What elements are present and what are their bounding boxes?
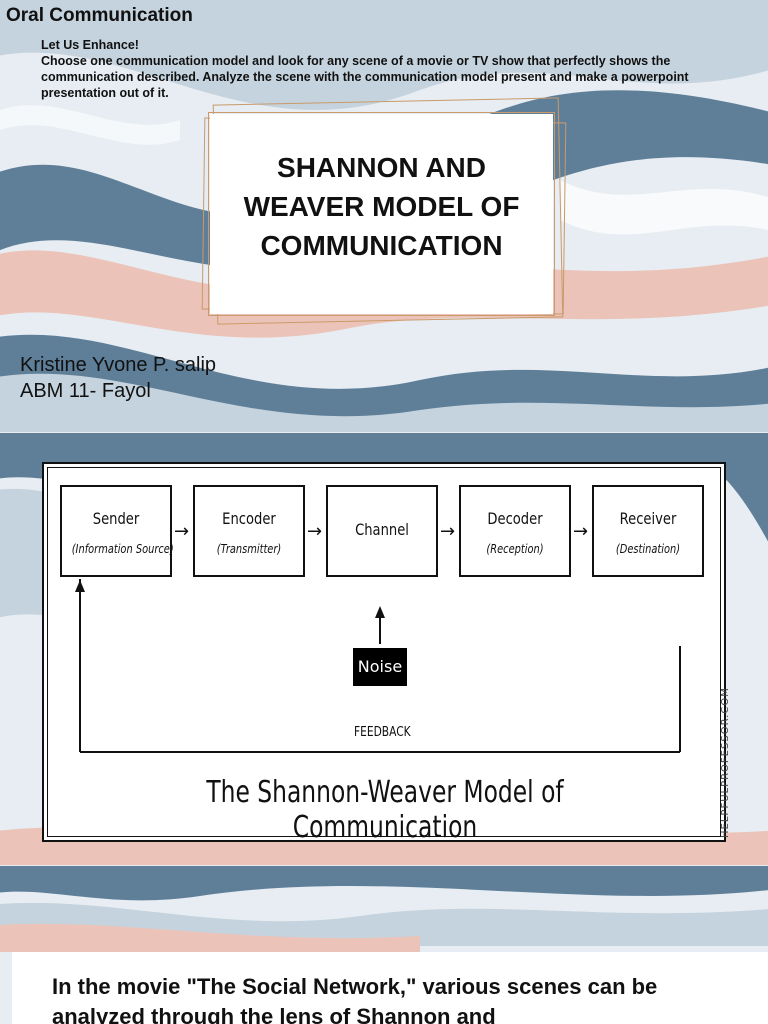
box-name: Sender — [92, 509, 140, 528]
instructions-heading: Let Us Enhance! — [41, 38, 139, 52]
noise-box: Noise — [353, 648, 407, 686]
shannon-weaver-diagram: Sender (Information Source) → Encoder (T… — [42, 462, 731, 845]
instructions: Let Us Enhance! Choose one communication… — [41, 37, 753, 101]
box-subtitle: (Information Source) — [71, 542, 174, 556]
slide-title: SHANNON AND WEAVER MODEL OF COMMUNICATIO… — [210, 148, 553, 265]
box-subtitle: (Transmitter) — [216, 542, 282, 556]
slide-1: Oral Communication Let Us Enhance! Choos… — [0, 0, 768, 432]
feedback-label: FEEDBACK — [354, 725, 411, 740]
title-line: WEAVER MODEL OF — [243, 191, 520, 222]
arrow-right-icon: → — [440, 521, 456, 542]
diagram-caption: The Shannon-Weaver Model of Communicatio… — [206, 775, 564, 845]
diagram-lines — [75, 579, 681, 753]
title-line: COMMUNICATION — [260, 230, 503, 261]
title-line: SHANNON AND — [277, 152, 486, 183]
decoder-box: Decoder (Reception) — [459, 485, 571, 577]
author-section: ABM 11- Fayol — [20, 380, 151, 402]
title-card — [210, 114, 553, 314]
diagram-inner-border: Sender (Information Source) → Encoder (T… — [47, 467, 731, 845]
arrow-right-icon: → — [573, 521, 589, 542]
box-subtitle: (Destination) — [615, 542, 681, 556]
arrow-right-icon: → — [174, 521, 190, 542]
body-text: In the movie "The Social Network," vario… — [52, 974, 658, 1024]
text-panel — [12, 952, 768, 1024]
box-name: Channel — [355, 520, 409, 539]
title-frame-outline — [208, 112, 555, 316]
slide-2: Sender (Information Source) → Encoder (T… — [0, 433, 768, 865]
box-name: Encoder — [222, 509, 276, 528]
box-name: Receiver — [619, 509, 677, 528]
author-block: Kristine Yvone P. salip ABM 11- Fayol — [20, 352, 216, 404]
instructions-body: Choose one communication model and look … — [41, 54, 689, 100]
slide-3: In the movie "The Social Network," vario… — [0, 866, 768, 1024]
encoder-box: Encoder (Transmitter) — [193, 485, 305, 577]
receiver-box: Receiver (Destination) — [592, 485, 704, 577]
box-name: Decoder — [487, 509, 543, 528]
author-name: Kristine Yvone P. salip — [20, 354, 217, 376]
course-title: Oral Communication — [6, 5, 193, 26]
sender-box: Sender (Information Source) — [60, 485, 174, 577]
box-subtitle: (Reception) — [486, 542, 544, 556]
channel-box: Channel — [326, 485, 438, 577]
arrow-right-icon: → — [307, 521, 323, 542]
watermark: HELPFULPROFESSOR.COM — [720, 687, 731, 838]
